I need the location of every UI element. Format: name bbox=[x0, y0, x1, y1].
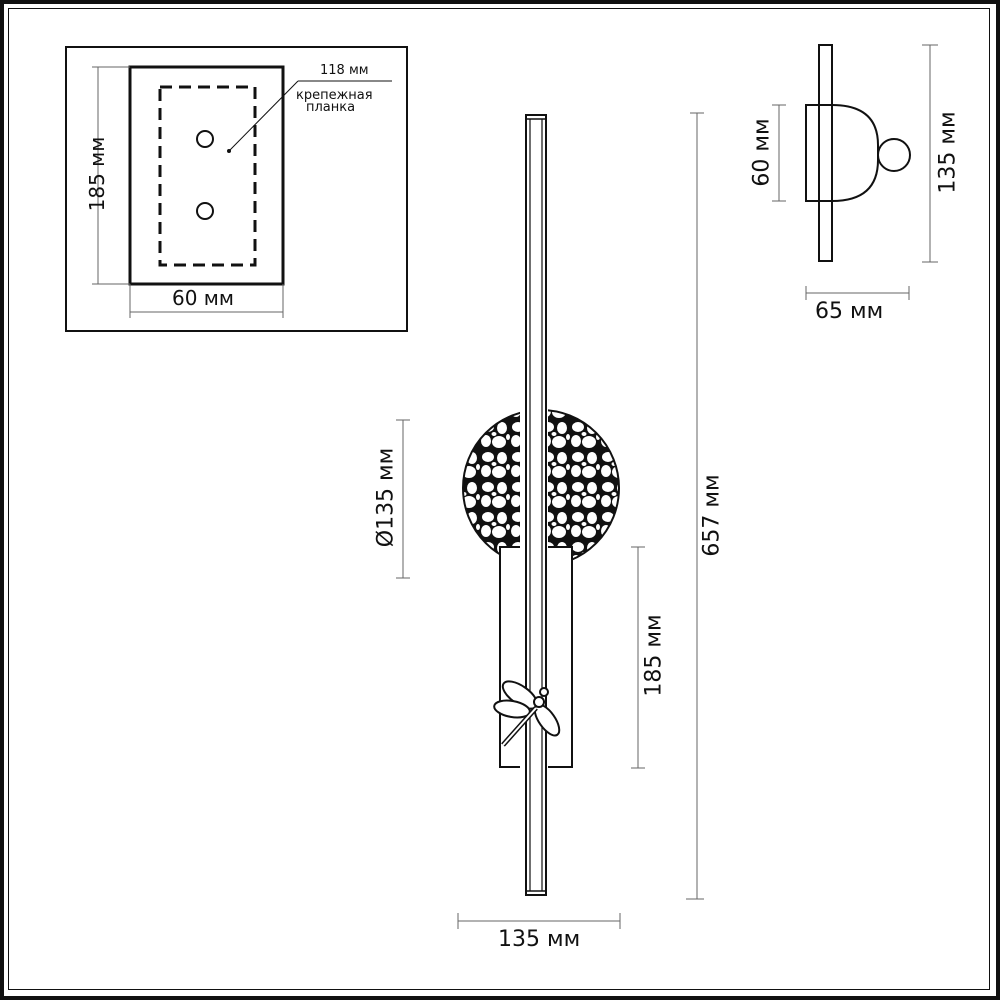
side-base-height-label: 60 мм bbox=[749, 118, 775, 187]
mount-plate-inset bbox=[65, 46, 408, 332]
total-height-label: 657 мм bbox=[699, 474, 725, 557]
front-width-label: 135 мм bbox=[498, 927, 581, 952]
disc-diameter-label: Ø135 мм bbox=[373, 447, 399, 548]
dragonfly-ornament-icon bbox=[493, 680, 561, 747]
side-total-height-label: 135 мм bbox=[935, 111, 961, 194]
front-view bbox=[396, 112, 704, 929]
drawing-frame-inner bbox=[8, 8, 990, 990]
side-view bbox=[772, 44, 938, 300]
mount-bar-length-label: 118 мм bbox=[320, 63, 369, 78]
mount-bar-caption-line1: крепежная bbox=[296, 88, 373, 103]
mount-plate-height-label: 185 мм bbox=[85, 136, 109, 212]
side-depth-label: 65 мм bbox=[815, 299, 884, 324]
mount-plate-width-label: 60 мм bbox=[172, 286, 234, 310]
plate-height-label: 185 мм bbox=[641, 614, 667, 697]
mount-bar-caption-line2: планка bbox=[306, 100, 356, 115]
